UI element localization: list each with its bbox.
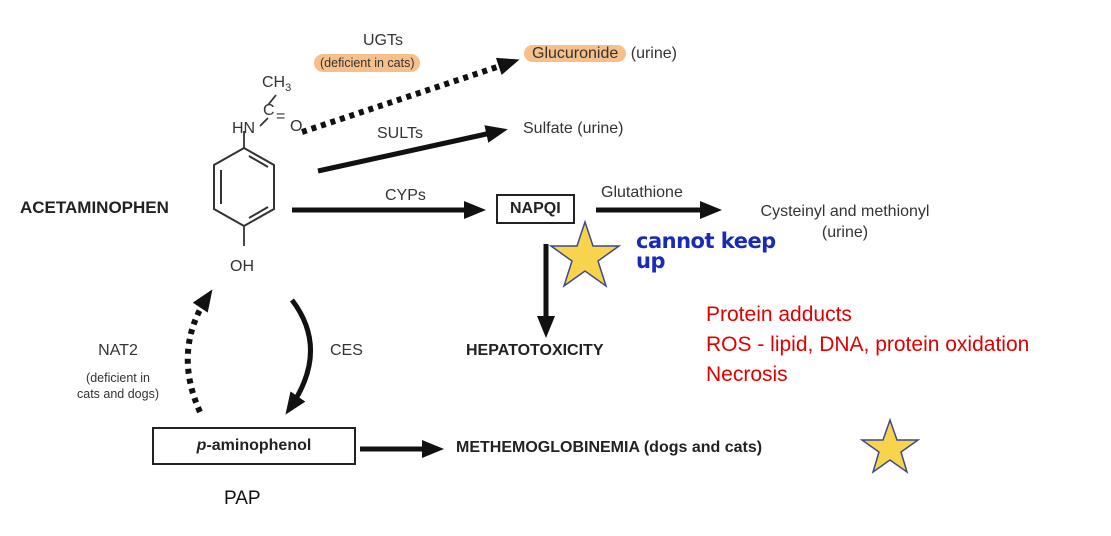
double-bond-label: =	[276, 108, 286, 125]
p-aminophenol-box: p-aminophenol	[152, 427, 356, 465]
sults-arrow	[317, 125, 508, 174]
napqi-box: NAPQI	[496, 194, 575, 224]
glutathione-label: Glutathione	[601, 184, 683, 201]
ugts-arrow	[301, 57, 520, 135]
mechanism-notes: Protein adducts ROS - lipid, DNA, protei…	[706, 300, 1029, 390]
star-icon	[859, 417, 921, 474]
note-necrosis: Necrosis	[706, 363, 788, 386]
ces-arrow	[285, 298, 313, 415]
hepatotoxicity-label: HEPATOTOXICITY	[466, 342, 604, 359]
ugts-note: (deficient in cats)	[314, 54, 421, 72]
oxygen-label: O	[290, 118, 303, 135]
cyps-enzyme-label: CYPs	[385, 187, 426, 204]
acetaminophen-label: ACETAMINOPHEN	[20, 198, 169, 217]
handwritten-note: cannot keep up	[636, 229, 776, 273]
ces-enzyme-label: CES	[330, 342, 363, 359]
note-ros: ROS - lipid, DNA, protein oxidation	[706, 333, 1030, 356]
sults-enzyme-label: SULTs	[377, 125, 423, 142]
benzene-ring	[213, 146, 275, 228]
carbonyl-carbon-label: C	[263, 102, 275, 119]
star-icon	[548, 219, 622, 288]
nh-label: HN	[232, 120, 256, 137]
methyl-group-label: CH3	[262, 74, 292, 95]
ugts-enzyme-label: UGTs	[363, 32, 403, 49]
nat2-note: (deficient in cats and dogs)	[77, 371, 159, 401]
molecule-bonds	[243, 94, 277, 246]
hydroxyl-label: OH	[230, 258, 254, 275]
note-protein-adducts: Protein adducts	[706, 303, 852, 326]
sulfate-product: Sulfate (urine)	[523, 120, 624, 137]
glucuronide-product: Glucuronide (urine)	[524, 45, 677, 63]
nat2-enzyme-label: NAT2	[98, 342, 138, 359]
pap-label: PAP	[224, 488, 261, 509]
methemoglobinemia-label: METHEMOGLOBINEMIA (dogs and cats)	[456, 439, 763, 456]
nat2-arrow	[184, 289, 213, 414]
cysteinyl-product: Cysteinyl and methionyl (urine)	[760, 203, 930, 241]
